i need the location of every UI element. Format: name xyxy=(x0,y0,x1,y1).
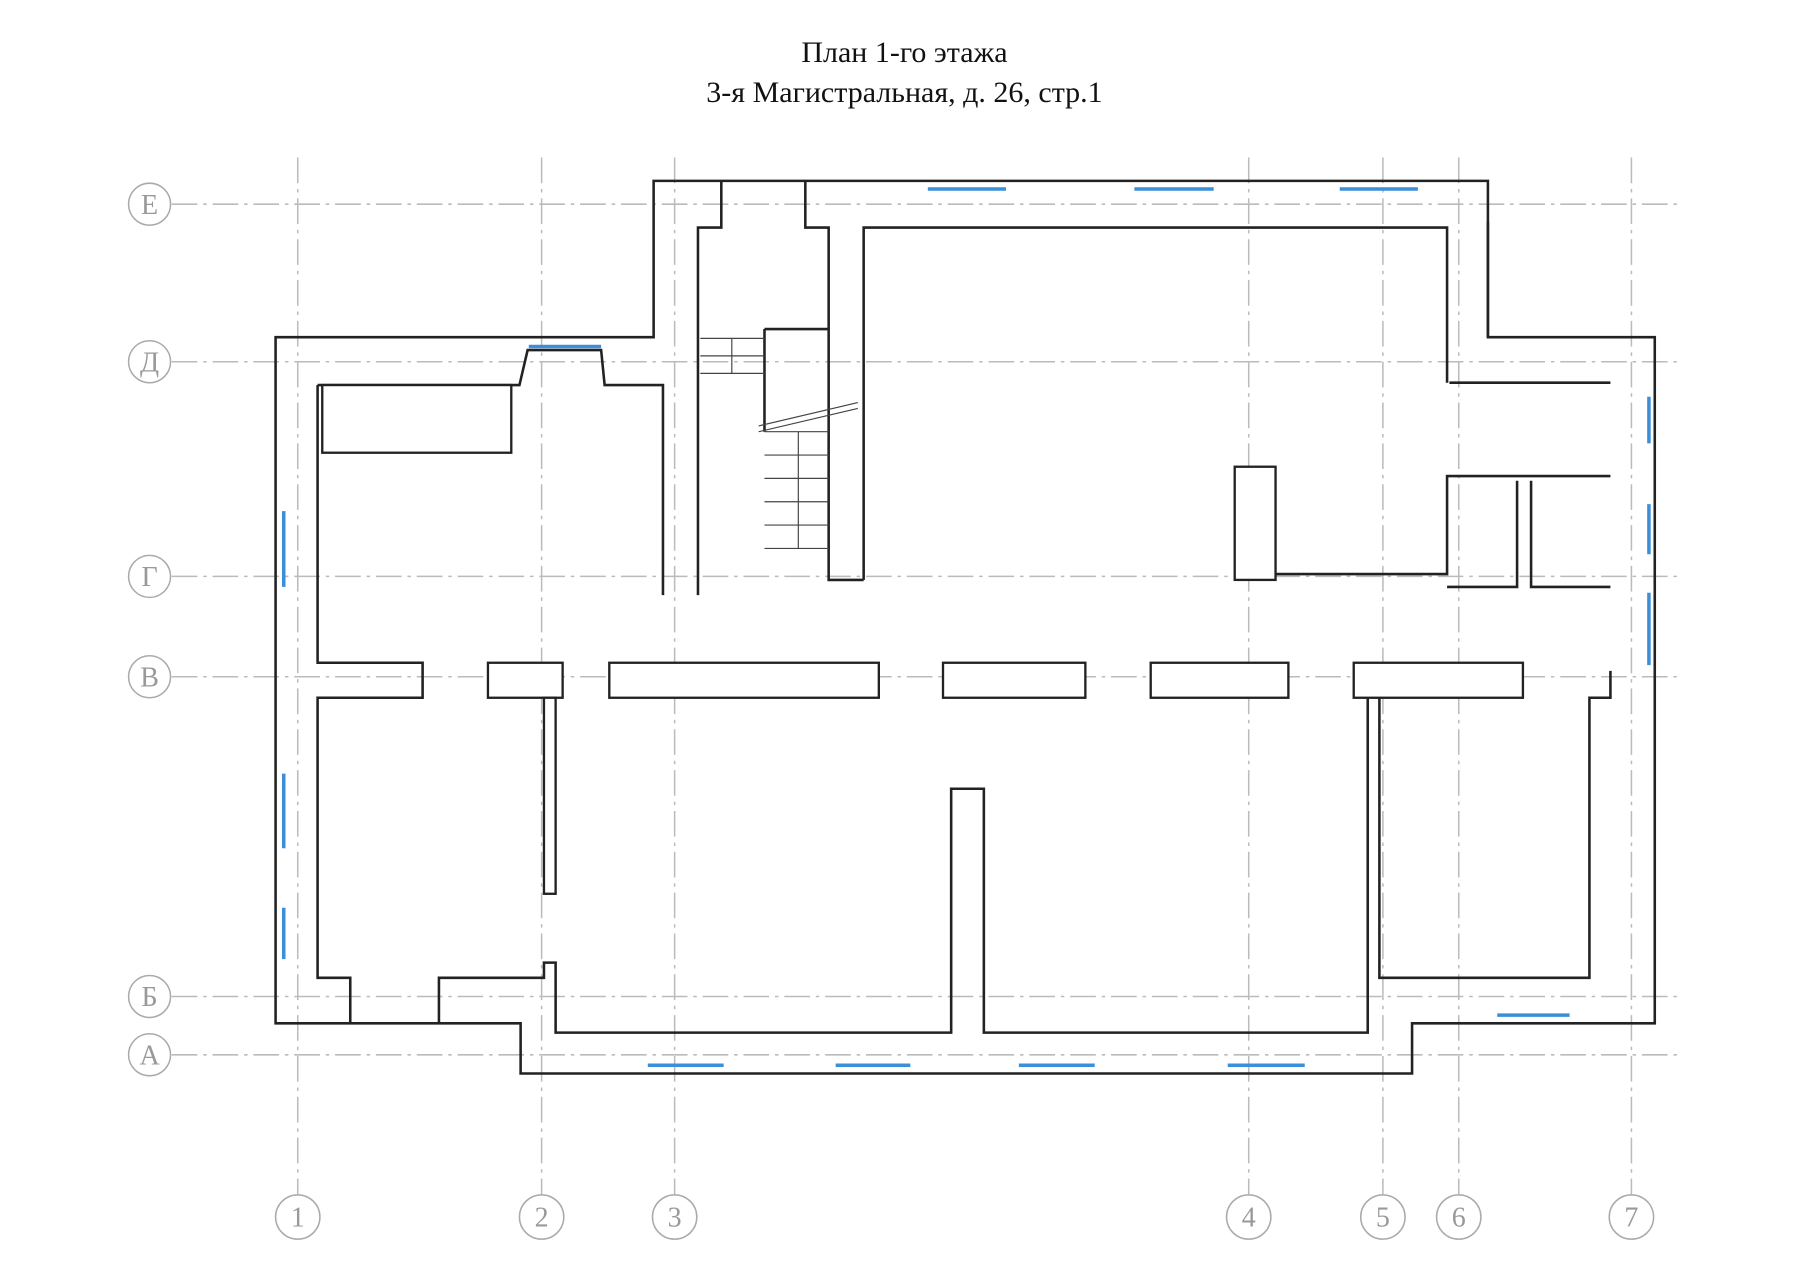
grid-row-bubble xyxy=(127,974,172,1019)
plan-title: План 1-го этажа xyxy=(801,36,1008,69)
grid-row-bubble xyxy=(127,554,172,599)
grid-row-label: В xyxy=(140,662,159,693)
grid-column-label: 7 xyxy=(1624,1203,1638,1234)
grid-row-label: А xyxy=(139,1040,160,1071)
grid-row-label: Е xyxy=(141,190,158,221)
grid-row-bubble xyxy=(127,339,172,384)
grid-column-bubble xyxy=(518,1194,565,1240)
grid-column-label: 4 xyxy=(1242,1203,1256,1234)
plan-address: 3-я Магистральная, д. 26, стр.1 xyxy=(706,76,1103,109)
grid-column-bubble xyxy=(651,1194,698,1240)
grid-column-bubble xyxy=(1608,1194,1655,1240)
grid-column-label: 1 xyxy=(291,1203,305,1234)
grid-column-bubble xyxy=(1435,1194,1482,1240)
grid-column-label: 5 xyxy=(1376,1203,1390,1234)
grid-column-label: 3 xyxy=(668,1203,682,1234)
walls xyxy=(274,179,1657,1075)
grid-column-bubble xyxy=(274,1194,321,1240)
grid-column-label: 6 xyxy=(1452,1203,1466,1234)
grid-axes: Е Д Г В БА 1 2 3 4 5 6 7 xyxy=(127,157,1681,1240)
grid-row-label: Г xyxy=(141,562,157,593)
grid-column-bubble xyxy=(1225,1194,1272,1240)
grid-row-label: Б xyxy=(142,982,158,1013)
grid-column-label: 2 xyxy=(535,1203,549,1234)
grid-row-bubble xyxy=(127,1033,172,1077)
grid-row-label: Д xyxy=(140,347,159,378)
grid-row-bubble xyxy=(127,182,172,226)
windows xyxy=(282,187,1651,1068)
grid-row-bubble xyxy=(127,654,172,699)
grid-column-bubble xyxy=(1359,1194,1406,1240)
